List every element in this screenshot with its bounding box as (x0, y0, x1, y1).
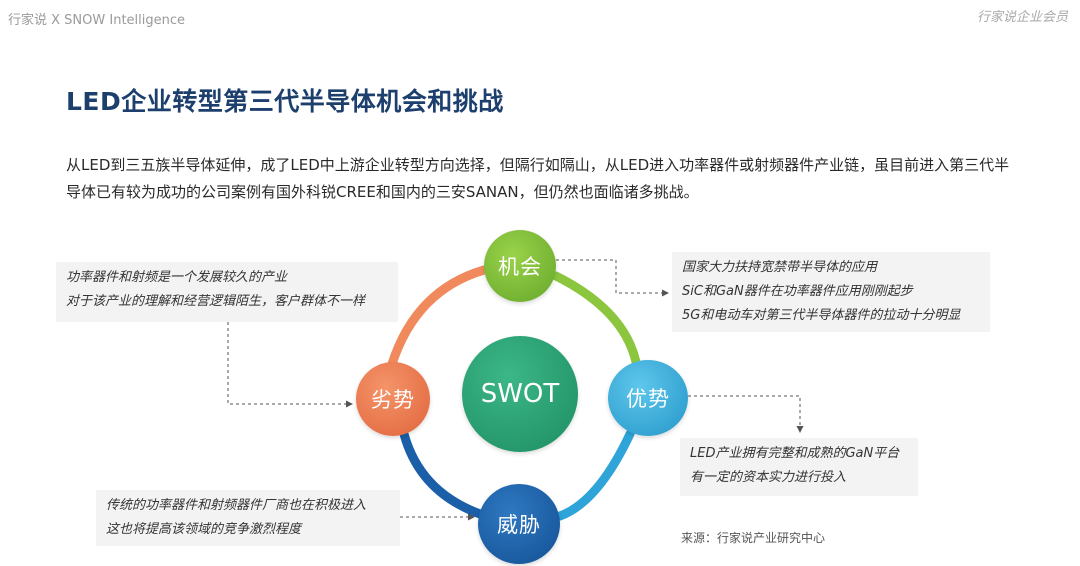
swot-center-node: SWOT (462, 336, 578, 452)
strength-note: LED产业拥有完整和成熟的GaN平台 有一定的资本实力进行投入 (680, 438, 918, 496)
ring-arc-strength-threat (555, 429, 635, 521)
page-title: LED企业转型第三代半导体机会和挑战 (66, 87, 504, 116)
intro-paragraph: 从LED到三五族半导体延伸，成了LED中上游企业转型方向选择，但隔行如隔山，从L… (66, 156, 1010, 201)
strength-note-line: 有一定的资本实力进行投入 (690, 470, 847, 485)
weakness-note-line: 功率器件和射频是一个发展较久的产业 (66, 270, 288, 285)
weakness-node: 劣势 (356, 362, 430, 436)
threat-note-line: 传统的功率器件和射频器件厂商也在积极进入 (106, 498, 367, 513)
member-label: 行家说企业会员 (976, 10, 1068, 25)
ring-arc-threat-weakness (399, 429, 485, 519)
ring-arc-weakness-opportunity (387, 265, 489, 369)
opportunity-node: 机会 (484, 230, 556, 302)
strength-note-line: LED产业拥有完整和成熟的GaN平台 (690, 446, 900, 461)
threat-note: 传统的功率器件和射频器件厂商也在积极进入 这也将提高该领域的竞争激烈程度 (96, 490, 400, 546)
connector-opportunity (556, 259, 669, 297)
source-note: 来源：行家说产业研究中心 (681, 531, 826, 545)
threat-node: 威胁 (478, 484, 560, 564)
strength-node: 优势 (608, 360, 688, 436)
threat-note-line: 这也将提高该领域的竞争激烈程度 (106, 522, 302, 537)
opportunity-note-line: 5G和电动车对第三代半导体器件的拉动十分明显 (682, 308, 961, 323)
opportunity-note: 国家大力扶持宽禁带半导体的应用 SiC和GaN器件在功率器件应用刚刚起步 5G和… (672, 252, 990, 332)
weakness-note-line: 对于该产业的理解和经营逻辑陌生，客户群体不一样 (66, 294, 366, 309)
brand-label: 行家说 X SNOW Intelligence (8, 13, 186, 28)
ring-arc-opportunity-strength (551, 271, 641, 367)
connector-strength (688, 395, 804, 433)
weakness-note: 功率器件和射频是一个发展较久的产业 对于该产业的理解和经营逻辑陌生，客户群体不一… (56, 262, 398, 322)
opportunity-note-line: SiC和GaN器件在功率器件应用刚刚起步 (682, 284, 913, 299)
connector-weakness (227, 322, 353, 408)
opportunity-note-line: 国家大力扶持宽禁带半导体的应用 (682, 260, 878, 275)
